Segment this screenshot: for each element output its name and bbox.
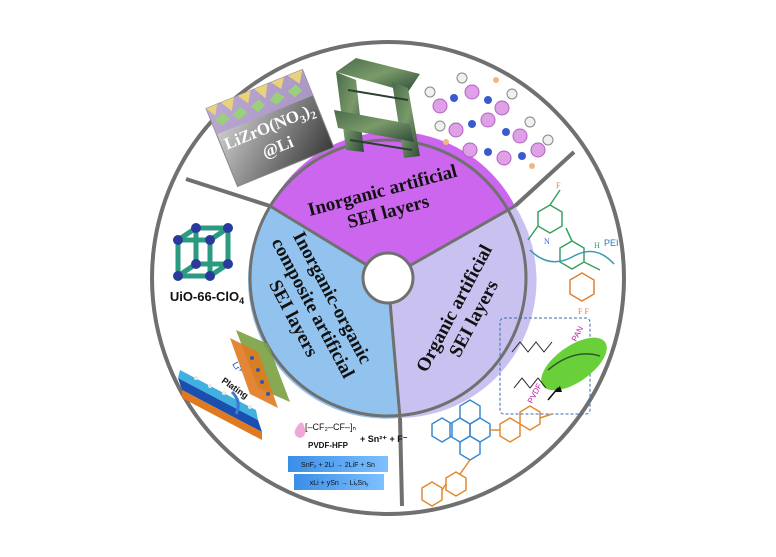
sn-reaction-label: + Sn²⁺ + F⁻ [360,434,408,444]
reaction-bar-1 [288,456,388,472]
svg-text:F: F [556,181,561,190]
reaction-2: xLi + ySn → LiₓSnᵧ [310,480,369,487]
plating-layers-image [178,330,290,440]
uio-label-sub: 4 [239,296,244,306]
sector-organic [388,206,537,418]
pei-molecule-image [527,189,615,302]
framework-structure-image [334,58,420,158]
pei-atoms: F N H F F [544,181,600,316]
polymer-structure: [–CF₂–CF–]ₙ [305,422,357,432]
uio-label: UiO-66-ClO4 [170,289,244,306]
divider-left [185,177,271,208]
pvdf-hfp-label: PVDF-HFP [308,441,349,450]
lizr-sub-1: 3 [299,113,309,126]
svg-text:F F: F F [578,307,589,316]
reaction-1: SnF₂ + 2Li → 2LiF + Sn [301,462,375,469]
aromatic-molecule-image [421,399,553,507]
pan-pvdf-image [499,317,607,415]
lizr-plate-image: LiZrO(NO3)2 @Li [205,68,335,188]
pvdf-hfp-reaction: [–CF₂–CF–]ₙ + Sn²⁺ + F⁻ PVDF-HFP SnF₂ + … [288,422,408,490]
sector-inorganic [270,131,515,278]
svg-text:H: H [594,241,600,250]
lizr-sub-2: 2 [309,109,319,122]
inner-circle [361,251,415,305]
pei-label: PEI [604,238,619,248]
divider-right [513,150,576,208]
uio-cube-nodes [173,223,233,281]
divider-bottom [398,417,404,507]
molecular-crystal-image [424,72,554,169]
svg-text:N: N [544,237,550,246]
inner-sector-border [248,138,528,418]
sector-composite [248,206,400,419]
reaction-bar-2 [294,474,384,490]
